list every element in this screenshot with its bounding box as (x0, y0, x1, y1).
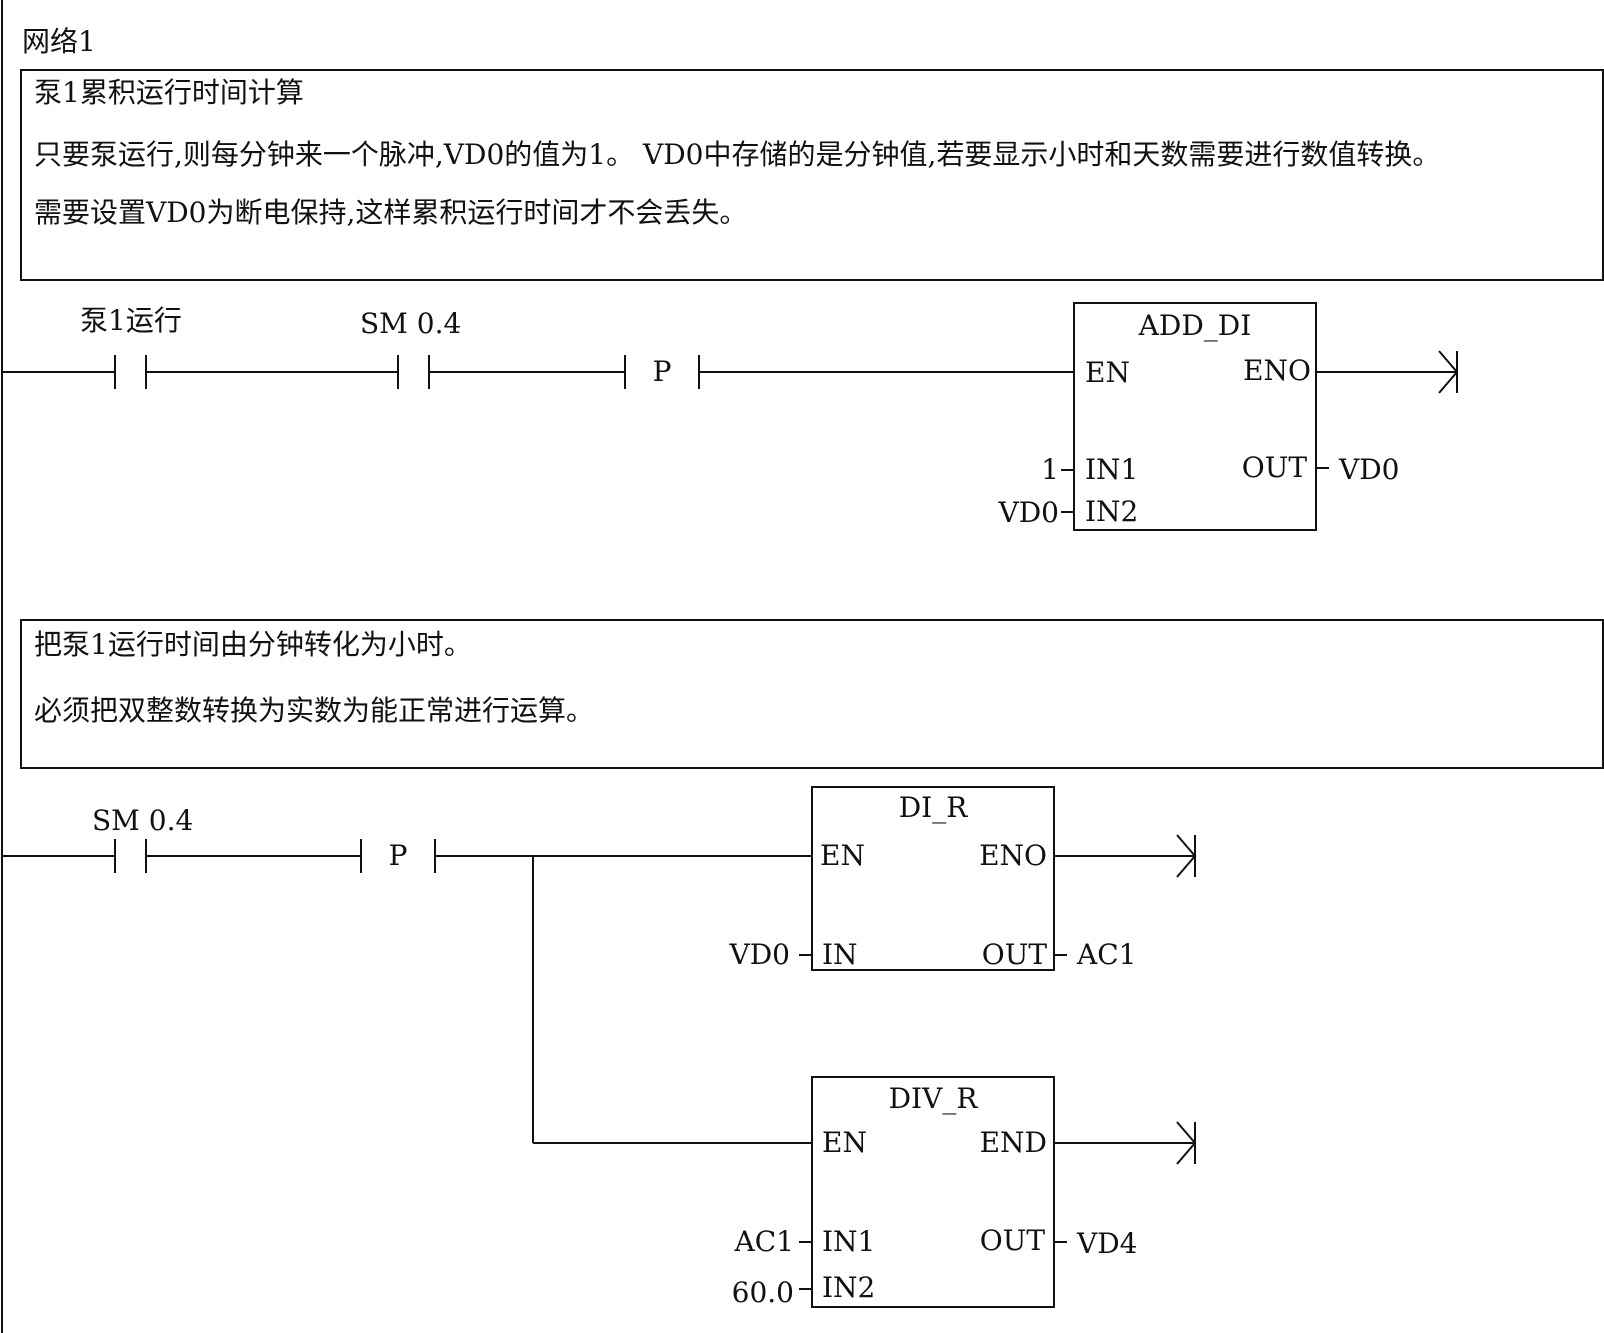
pin-in2: IN2 (822, 1271, 875, 1304)
comment-paragraph: 必须把双整数转换为实数为能正常进行运算。 (34, 694, 595, 727)
network-title: 网络1 (22, 25, 96, 58)
comment-heading: 把泵1运行时间由分钟转化为小时。 (34, 628, 472, 661)
comment-heading: 泵1累积运行时间计算 (34, 76, 304, 109)
pin-in: IN (822, 938, 858, 971)
pin-in1: IN1 (1085, 453, 1138, 486)
di-r-block[interactable] (811, 786, 1055, 971)
comment-paragraph: 需要设置VD0为断电保持,这样累积运行时间才不会丢失。 (34, 196, 748, 229)
pin-in2: IN2 (1085, 495, 1138, 528)
coil-end-marker (1176, 834, 1197, 878)
pin-eno: END (980, 1126, 1047, 1159)
pin-out: OUT (1242, 451, 1308, 484)
operand-in2: VD0 (998, 496, 1059, 529)
operand-in2: 60.0 (732, 1276, 794, 1309)
contact-sm04[interactable] (397, 355, 430, 389)
pin-in1: IN1 (822, 1225, 875, 1258)
pin-out: OUT (982, 938, 1048, 971)
operand-in: VD0 (729, 938, 790, 971)
comment-box-2: 把泵1运行时间由分钟转化为小时。 必须把双整数转换为实数为能正常进行运算。 (20, 619, 1604, 769)
rung-2 (2, 786, 1197, 1308)
add-di-block[interactable] (1073, 302, 1317, 531)
operand-out: VD4 (1076, 1227, 1137, 1260)
contact-label: SM 0.4 (92, 804, 193, 837)
operand-in1: AC1 (734, 1225, 794, 1258)
pin-en: EN (820, 839, 865, 872)
operand-in1: 1 (1041, 453, 1059, 486)
contact-label: 泵1运行 (80, 304, 182, 337)
edge-label: P (389, 839, 408, 872)
pin-eno: ENO (979, 839, 1047, 872)
rung-1 (2, 302, 1459, 531)
pin-en: EN (822, 1126, 867, 1159)
div-r-block[interactable] (811, 1076, 1055, 1308)
pin-out: OUT (980, 1224, 1046, 1257)
pin-eno: ENO (1243, 354, 1311, 387)
comment-box-1: 泵1累积运行时间计算 只要泵运行,则每分钟来一个脉冲,VD0的值为1。 VD0中… (20, 69, 1604, 281)
comment-paragraph: 只要泵运行,则每分钟来一个脉冲,VD0的值为1。 VD0中存储的是分钟值,若要显… (34, 138, 1441, 171)
contact-label: SM 0.4 (360, 307, 461, 340)
coil-end-marker (1176, 1121, 1197, 1165)
contact-sm04[interactable] (114, 839, 147, 873)
block-name: DIV_R (889, 1082, 979, 1115)
pin-en: EN (1085, 356, 1130, 389)
coil-end-marker (1438, 350, 1459, 394)
block-name: DI_R (899, 791, 969, 824)
contact-pump1-run[interactable] (114, 355, 147, 389)
operand-out: AC1 (1076, 938, 1136, 971)
block-name: ADD_DI (1138, 309, 1252, 342)
operand-out: VD0 (1338, 453, 1399, 486)
edge-label: P (653, 355, 672, 388)
